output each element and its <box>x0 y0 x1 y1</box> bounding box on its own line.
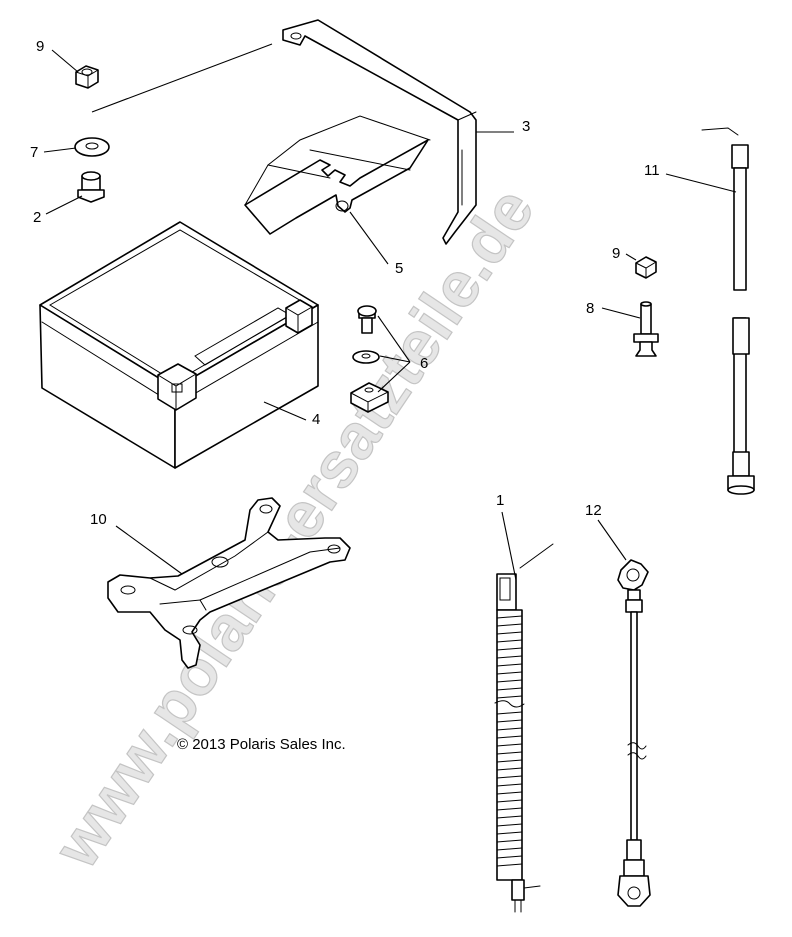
part-6-bolt-washer-nut-block <box>350 305 389 413</box>
callout-10: 10 <box>90 511 107 528</box>
leader-lines <box>43 43 737 581</box>
part-9-nut-right <box>635 256 657 279</box>
callout-3: 3 <box>522 118 530 135</box>
part-1-cable-with-sleeve <box>494 543 554 913</box>
part-12-ground-cable <box>617 559 651 907</box>
part-2-bolt <box>77 171 105 203</box>
part-7-washer <box>74 137 110 157</box>
callout-2: 2 <box>33 209 41 226</box>
callout-8: 8 <box>586 300 594 317</box>
copyright-notice: © 2013 Polaris Sales Inc. <box>177 736 346 753</box>
callout-11: 11 <box>644 162 660 179</box>
callout-12: 12 <box>585 502 602 519</box>
callout-labels: 9 7 2 3 5 6 4 10 11 9 8 1 12 <box>30 38 660 528</box>
callout-7: 7 <box>30 144 38 161</box>
callout-9-upper: 9 <box>36 38 44 55</box>
callout-4: 4 <box>312 411 320 428</box>
callout-9-right: 9 <box>612 245 620 262</box>
part-8-stud-bolt <box>633 301 659 357</box>
callout-6: 6 <box>420 355 428 372</box>
callout-1: 1 <box>496 492 504 509</box>
callout-5: 5 <box>395 260 403 277</box>
part-9-nut-upper <box>75 65 99 89</box>
part-11-battery-cable <box>701 127 755 495</box>
part-5-hold-down-clamp <box>244 115 431 235</box>
part-4-battery <box>39 221 319 469</box>
part-10-battery-tray <box>107 497 351 669</box>
part-3-battery-bracket <box>282 19 477 245</box>
